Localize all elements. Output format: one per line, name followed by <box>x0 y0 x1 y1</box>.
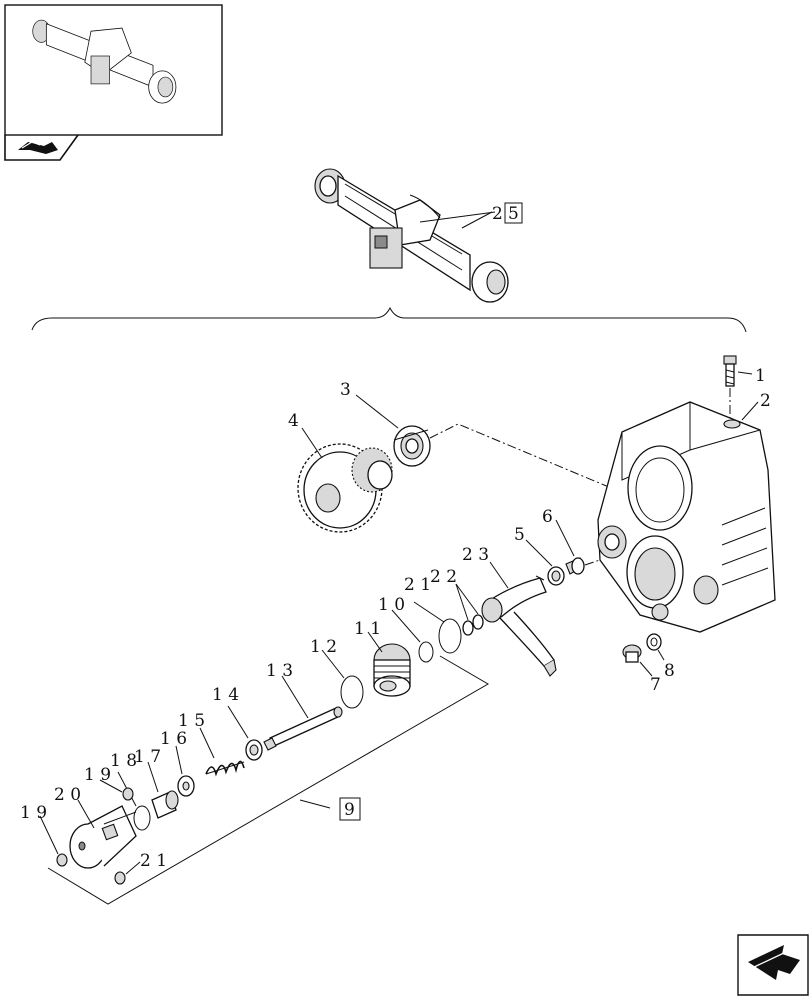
plug-6 <box>565 557 585 575</box>
washer-16 <box>177 775 195 797</box>
callout-7: 7 <box>650 675 661 695</box>
o-ring-18 <box>133 805 151 831</box>
callout-18: 1 8 <box>110 751 137 771</box>
callout-22b: 2 1 <box>404 575 431 595</box>
callout-25: 2 <box>492 204 503 224</box>
bushing-5 <box>547 566 565 586</box>
callout-10: 1 0 <box>378 595 405 615</box>
ring-12 <box>340 675 364 709</box>
callout-1: 1 <box>755 366 766 386</box>
assembly-brace <box>31 306 747 333</box>
next-page-arrow-icon[interactable] <box>737 934 809 996</box>
group-ref-box[interactable]: 9 <box>339 797 361 821</box>
callout-11: 1 1 <box>354 619 381 639</box>
axle-thumbnail-icon <box>32 19 177 104</box>
axle-ref-box[interactable]: 5 <box>504 202 523 224</box>
callout-15: 1 5 <box>178 711 205 731</box>
gearbox-housing <box>597 401 776 633</box>
callout-3: 3 <box>340 380 351 400</box>
o-ring-22 <box>438 618 462 654</box>
sleeve-11 <box>373 643 411 697</box>
svg-text:9: 9 <box>344 800 355 820</box>
callout-5: 5 <box>514 525 525 545</box>
svg-text:5: 5 <box>508 204 519 224</box>
callout-24: 2 3 <box>462 545 489 565</box>
callout-16: 1 6 <box>160 729 187 749</box>
screw-21 <box>114 871 126 885</box>
callout-22: 2 2 <box>430 567 457 587</box>
ring-10 <box>418 641 434 663</box>
callout-6: 6 <box>542 507 553 527</box>
callout-2: 2 <box>760 391 771 411</box>
callout-12: 1 2 <box>310 637 337 657</box>
callout-13: 1 3 <box>266 661 293 681</box>
axle-assembly-drawing <box>314 168 509 303</box>
shift-fork-24 <box>481 575 557 677</box>
callout-14: 1 4 <box>212 685 239 705</box>
callout-20: 2 0 <box>54 785 81 805</box>
breather-plug <box>723 355 737 387</box>
snap-ring-23 <box>462 614 484 636</box>
piston-17 <box>151 790 179 819</box>
svg-text:2 1: 2 1 <box>140 851 167 871</box>
callout-4: 4 <box>288 411 299 431</box>
callout-19-lower: 1 9 <box>20 803 47 823</box>
bearing-3 <box>393 425 431 467</box>
end-cap-20 <box>69 805 137 869</box>
book-arrow-icon[interactable] <box>18 141 58 154</box>
gear-4 <box>297 443 393 533</box>
grub-screw-19-upper <box>122 787 134 801</box>
shaft-13 <box>263 706 343 751</box>
callout-19-upper: 1 9 <box>84 765 111 785</box>
callout-17: 1 7 <box>134 747 161 767</box>
grub-screw-19-lower <box>56 853 68 867</box>
callout-8: 8 <box>664 661 675 681</box>
thumbnail-panel[interactable] <box>4 4 223 161</box>
plug-7 <box>622 644 642 663</box>
group-bracket-9 <box>47 655 489 905</box>
washer-8 <box>646 633 662 651</box>
collar-14 <box>245 739 263 761</box>
spring-15 <box>205 760 245 777</box>
